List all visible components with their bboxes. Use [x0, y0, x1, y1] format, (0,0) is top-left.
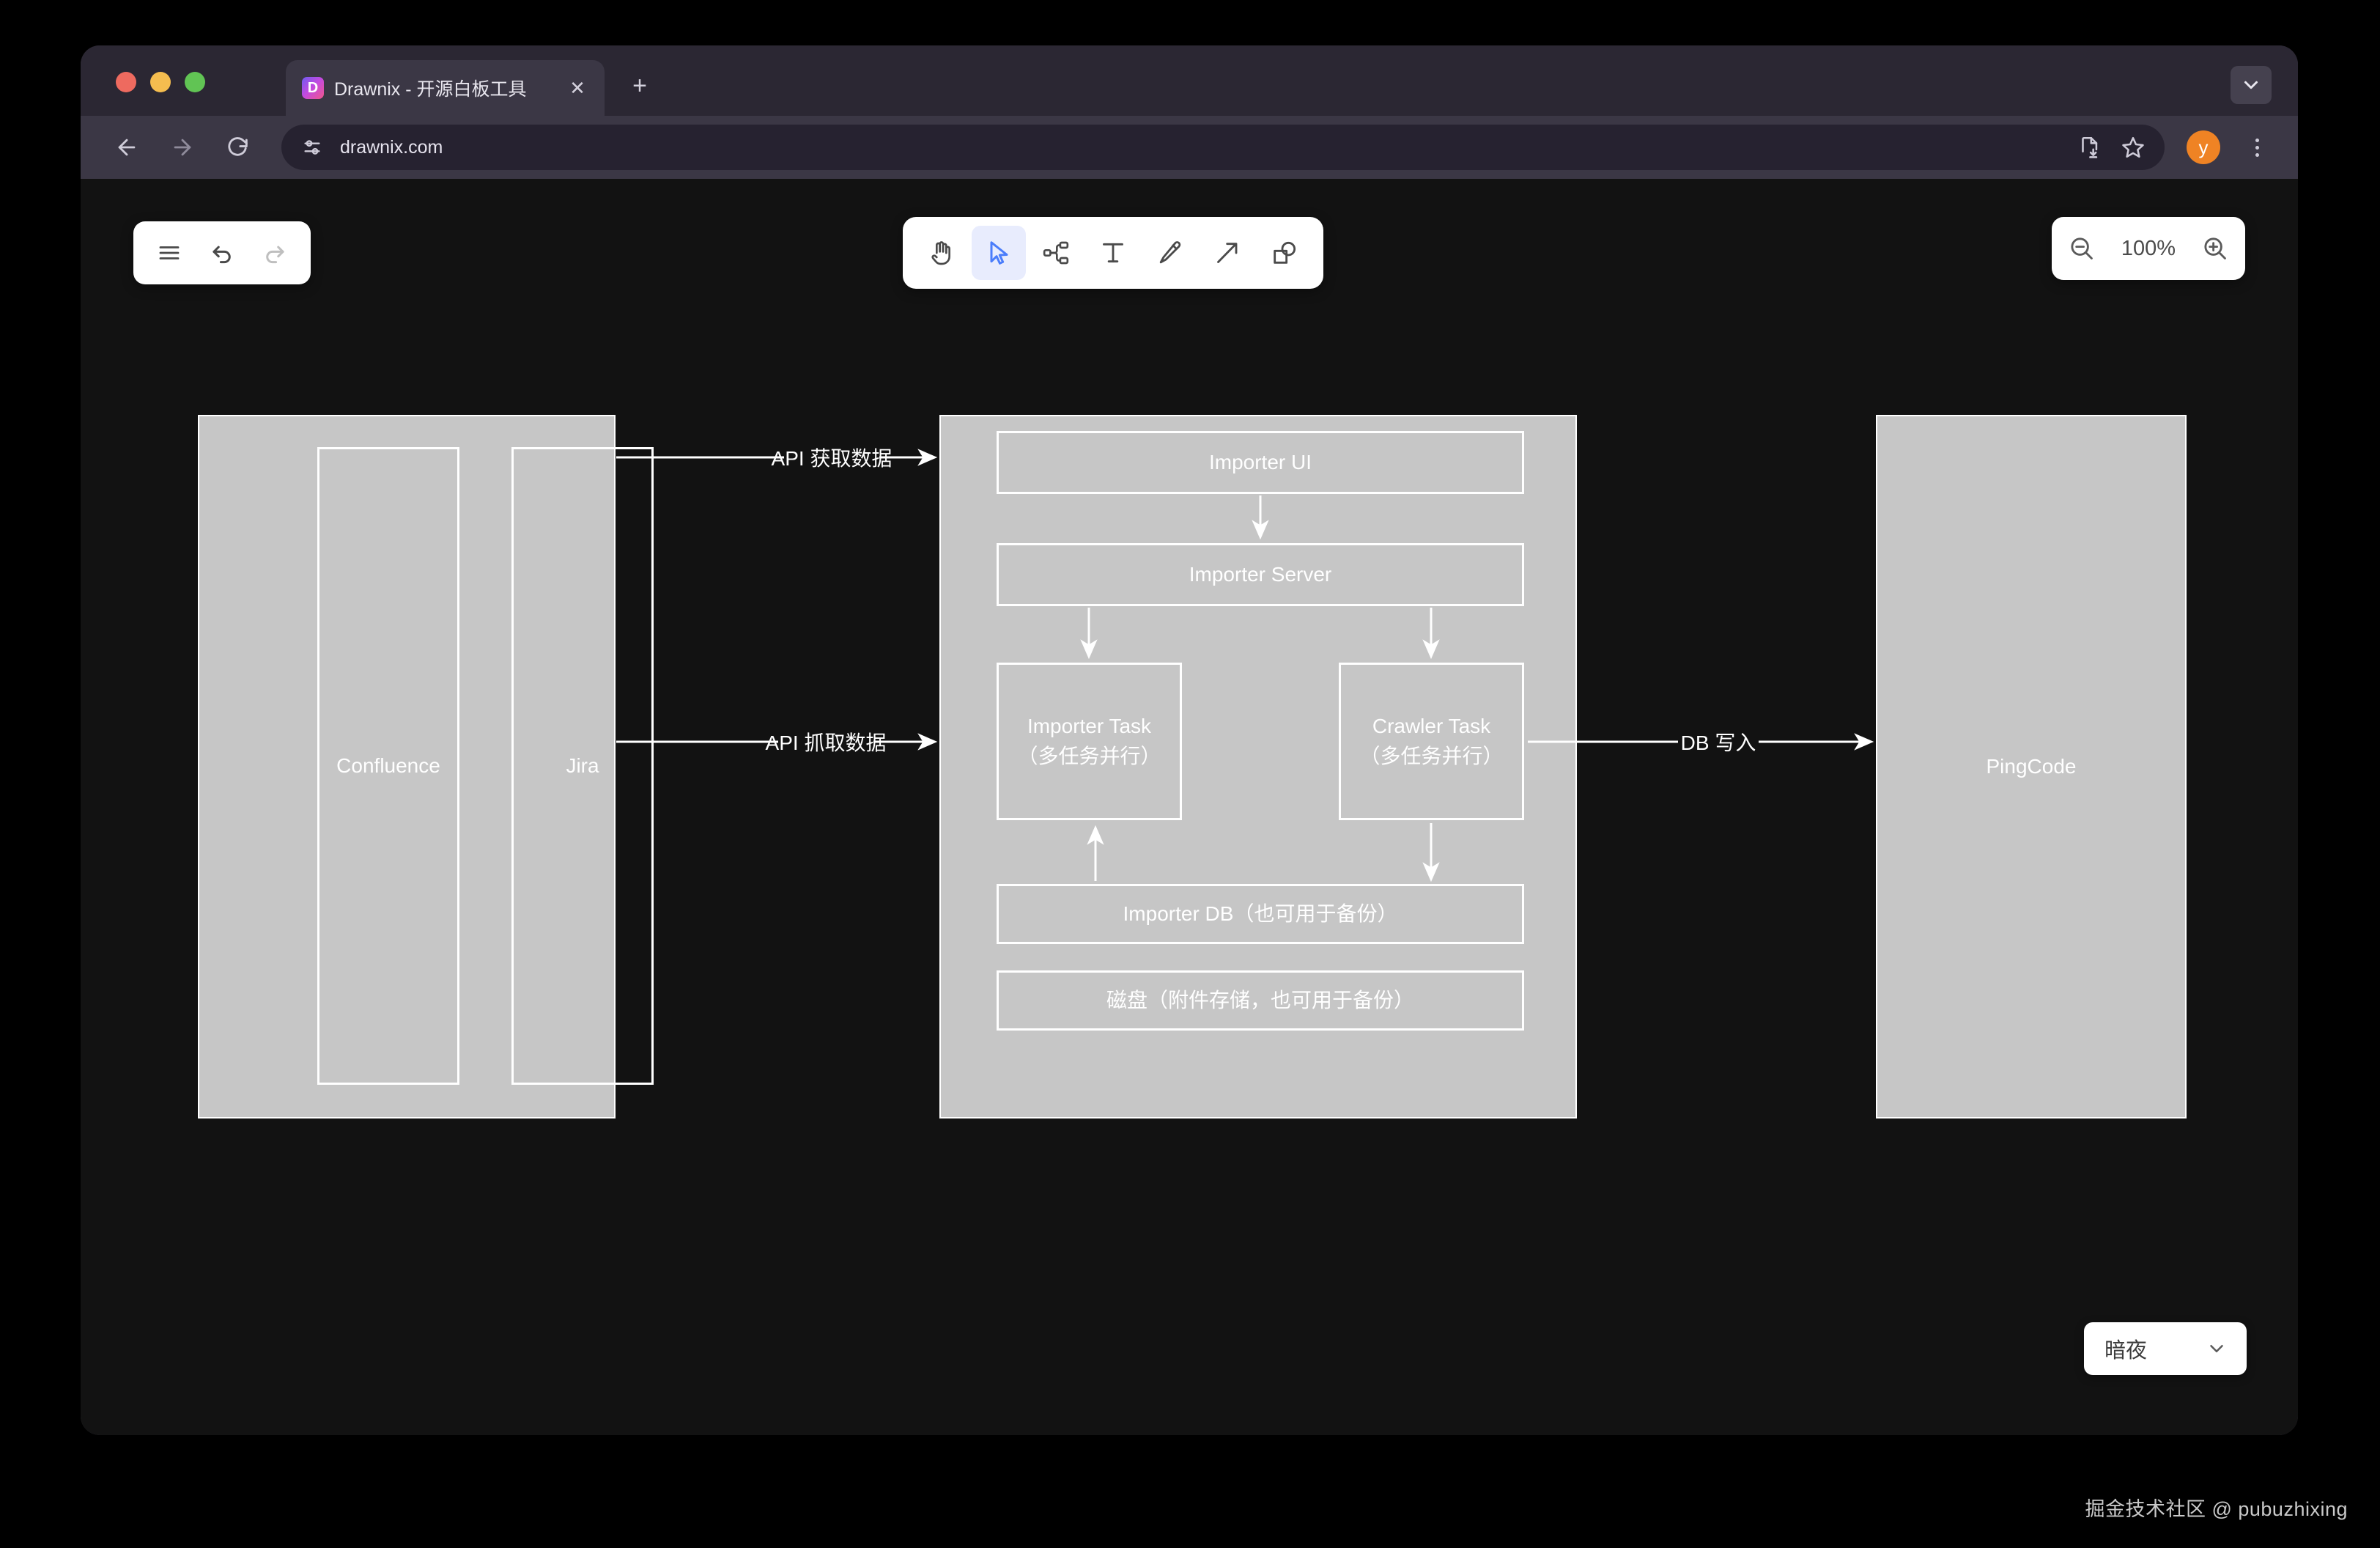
undo-icon[interactable] [198, 229, 246, 277]
theme-select-value: 暗夜 [2104, 1339, 2148, 1363]
whiteboard-canvas[interactable]: Confluence Jira Importer UI Importer Ser… [81, 179, 2298, 1435]
arrow-left-icon[interactable] [110, 130, 144, 164]
zoom-in-icon[interactable] [2201, 235, 2229, 262]
text-icon[interactable] [1086, 226, 1140, 280]
chevron-down-icon[interactable] [2231, 66, 2272, 104]
close-tab-icon[interactable]: ✕ [569, 77, 585, 99]
close-window-button[interactable] [116, 72, 136, 92]
hamburger-icon[interactable] [145, 229, 193, 277]
browser-window: D Drawnix - 开源白板工具 ✕ + [81, 45, 2298, 1435]
shapes-icon[interactable] [1257, 226, 1312, 280]
watermark: 掘金技术社区 @ pubuzhixing [2085, 1498, 2348, 1520]
browser-tab[interactable]: D Drawnix - 开源白板工具 ✕ [286, 60, 605, 116]
node-label: Confluence [336, 753, 440, 777]
hand-icon[interactable] [914, 226, 969, 280]
node-label-line1: Crawler Task [1372, 714, 1491, 737]
maximize-window-button[interactable] [185, 72, 205, 92]
arrow-right-icon[interactable] [166, 130, 199, 164]
mind-map-icon[interactable] [1029, 226, 1083, 280]
node-importer-server[interactable]: Importer Server [997, 543, 1524, 606]
pingcode-group[interactable] [1876, 415, 2187, 1118]
node-crawler-task[interactable]: Crawler Task （多任务并行） [1339, 663, 1524, 820]
arrow-icon[interactable] [1200, 226, 1254, 280]
node-importer-db[interactable]: Importer DB（也可用于备份） [997, 884, 1524, 944]
install-page-icon[interactable] [2077, 135, 2102, 160]
browser-toolbar: drawnix.com y [81, 116, 2298, 179]
node-label-line2: （多任务并行） [1017, 744, 1161, 767]
node-importer-ui[interactable]: Importer UI [997, 431, 1524, 494]
zoom-out-icon[interactable] [2068, 235, 2096, 262]
kebab-menu-icon[interactable] [2242, 130, 2272, 164]
window-controls [116, 72, 205, 92]
theme-select[interactable]: 暗夜 [2084, 1322, 2247, 1375]
node-label: Importer Server [1189, 562, 1332, 586]
cursor-icon[interactable] [972, 226, 1026, 280]
node-label-line1: Importer Task [1027, 714, 1152, 737]
node-label: Importer UI [1208, 450, 1312, 473]
node-disk[interactable]: 磁盘（附件存储，也可用于备份） [997, 970, 1524, 1031]
redo-icon[interactable] [251, 229, 299, 277]
edge-label-api-fetch: API 获取数据 [771, 447, 892, 470]
node-label: PingCode [1986, 754, 2077, 778]
drawnix-favicon-icon: D [302, 77, 324, 99]
main-toolbar [903, 217, 1323, 289]
zoom-level[interactable]: 100% [2121, 236, 2176, 260]
node-label-line2: （多任务并行） [1359, 744, 1504, 767]
url-text: drawnix.com [340, 136, 443, 158]
pencil-icon[interactable] [1143, 226, 1197, 280]
node-label: 磁盘（附件存储，也可用于备份） [1106, 988, 1414, 1011]
node-pingcode[interactable]: PingCode [1876, 415, 2187, 1118]
tab-title: Drawnix - 开源白板工具 [334, 79, 527, 100]
reload-icon[interactable] [221, 130, 255, 164]
new-tab-button[interactable]: + [632, 72, 647, 100]
star-icon[interactable] [2121, 135, 2146, 160]
site-settings-icon[interactable] [300, 136, 324, 159]
node-jira[interactable]: Jira [511, 447, 654, 1085]
node-importer-task[interactable]: Importer Task （多任务并行） [997, 663, 1182, 820]
omnibox-actions [2077, 135, 2146, 160]
source-group[interactable] [198, 415, 616, 1118]
flowchart-diagram: Confluence Jira Importer UI Importer Ser… [81, 179, 2298, 1435]
chevron-down-icon[interactable] [2206, 1338, 2228, 1360]
address-bar[interactable]: drawnix.com [281, 125, 2165, 170]
minimize-window-button[interactable] [150, 72, 171, 92]
node-label: Jira [566, 753, 599, 777]
tab-strip: D Drawnix - 开源白板工具 ✕ + [81, 45, 2298, 116]
node-confluence[interactable]: Confluence [317, 447, 459, 1085]
edge-label-db-write: DB 写入 [1680, 731, 1756, 754]
zoom-control: 100% [2052, 217, 2245, 280]
node-label: Importer DB（也可用于备份） [1123, 902, 1398, 925]
left-toolbar [133, 221, 311, 284]
edge-label-api-crawl: API 抓取数据 [765, 731, 887, 754]
avatar[interactable]: y [2187, 130, 2220, 164]
